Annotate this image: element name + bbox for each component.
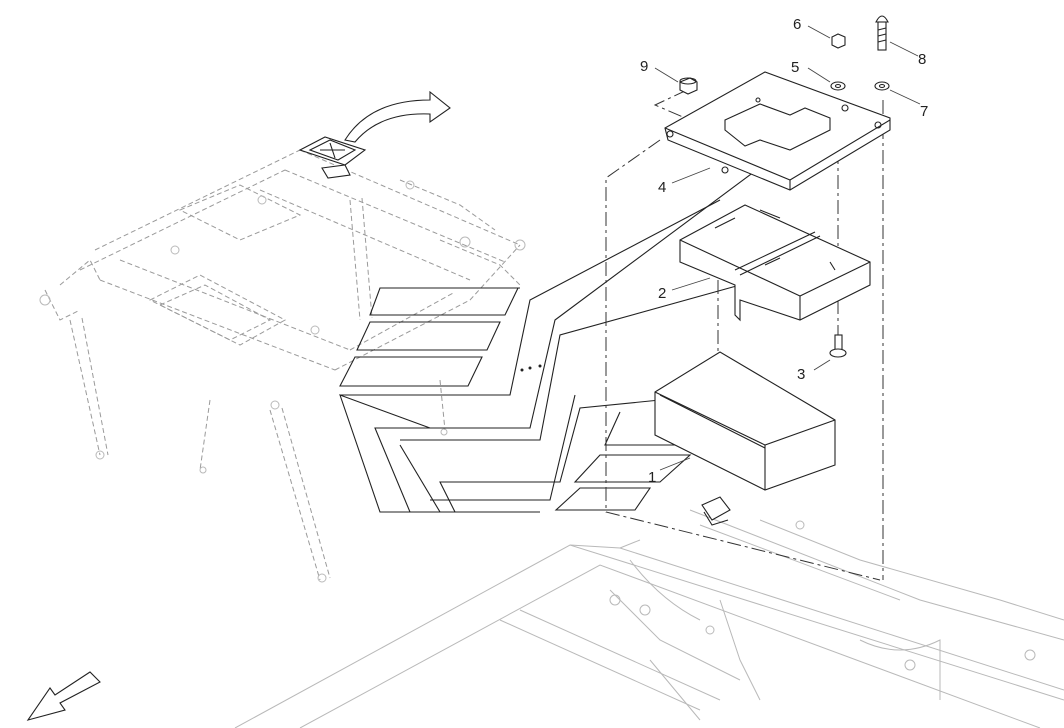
callout-7: 7 <box>920 103 928 120</box>
callout-3: 3 <box>797 366 805 383</box>
zoom-bracket-lines <box>339 159 771 513</box>
callout-1: 1 <box>648 469 656 486</box>
callout-9: 9 <box>640 58 648 75</box>
battery-box <box>654 351 836 491</box>
spacer-part <box>679 77 698 95</box>
nut-part <box>831 33 846 49</box>
washer-part <box>830 81 846 91</box>
callout-6: 6 <box>793 16 801 33</box>
screw-part <box>829 334 847 358</box>
callout-4: 4 <box>658 179 666 196</box>
washer-part-7 <box>874 81 890 91</box>
leader-lines <box>654 25 921 471</box>
lower-frame <box>234 496 1064 728</box>
plate-bracket <box>664 71 891 191</box>
callout-5: 5 <box>791 59 799 76</box>
callouts: 1 2 3 4 5 6 7 8 9 <box>640 16 928 486</box>
callout-8: 8 <box>918 51 926 68</box>
bolt-part <box>875 15 889 51</box>
tray-box <box>679 204 871 322</box>
chassis-frame <box>39 136 526 583</box>
curved-arrow-icon <box>344 90 451 143</box>
callout-2: 2 <box>658 285 666 302</box>
direction-arrow-icon <box>26 671 101 721</box>
